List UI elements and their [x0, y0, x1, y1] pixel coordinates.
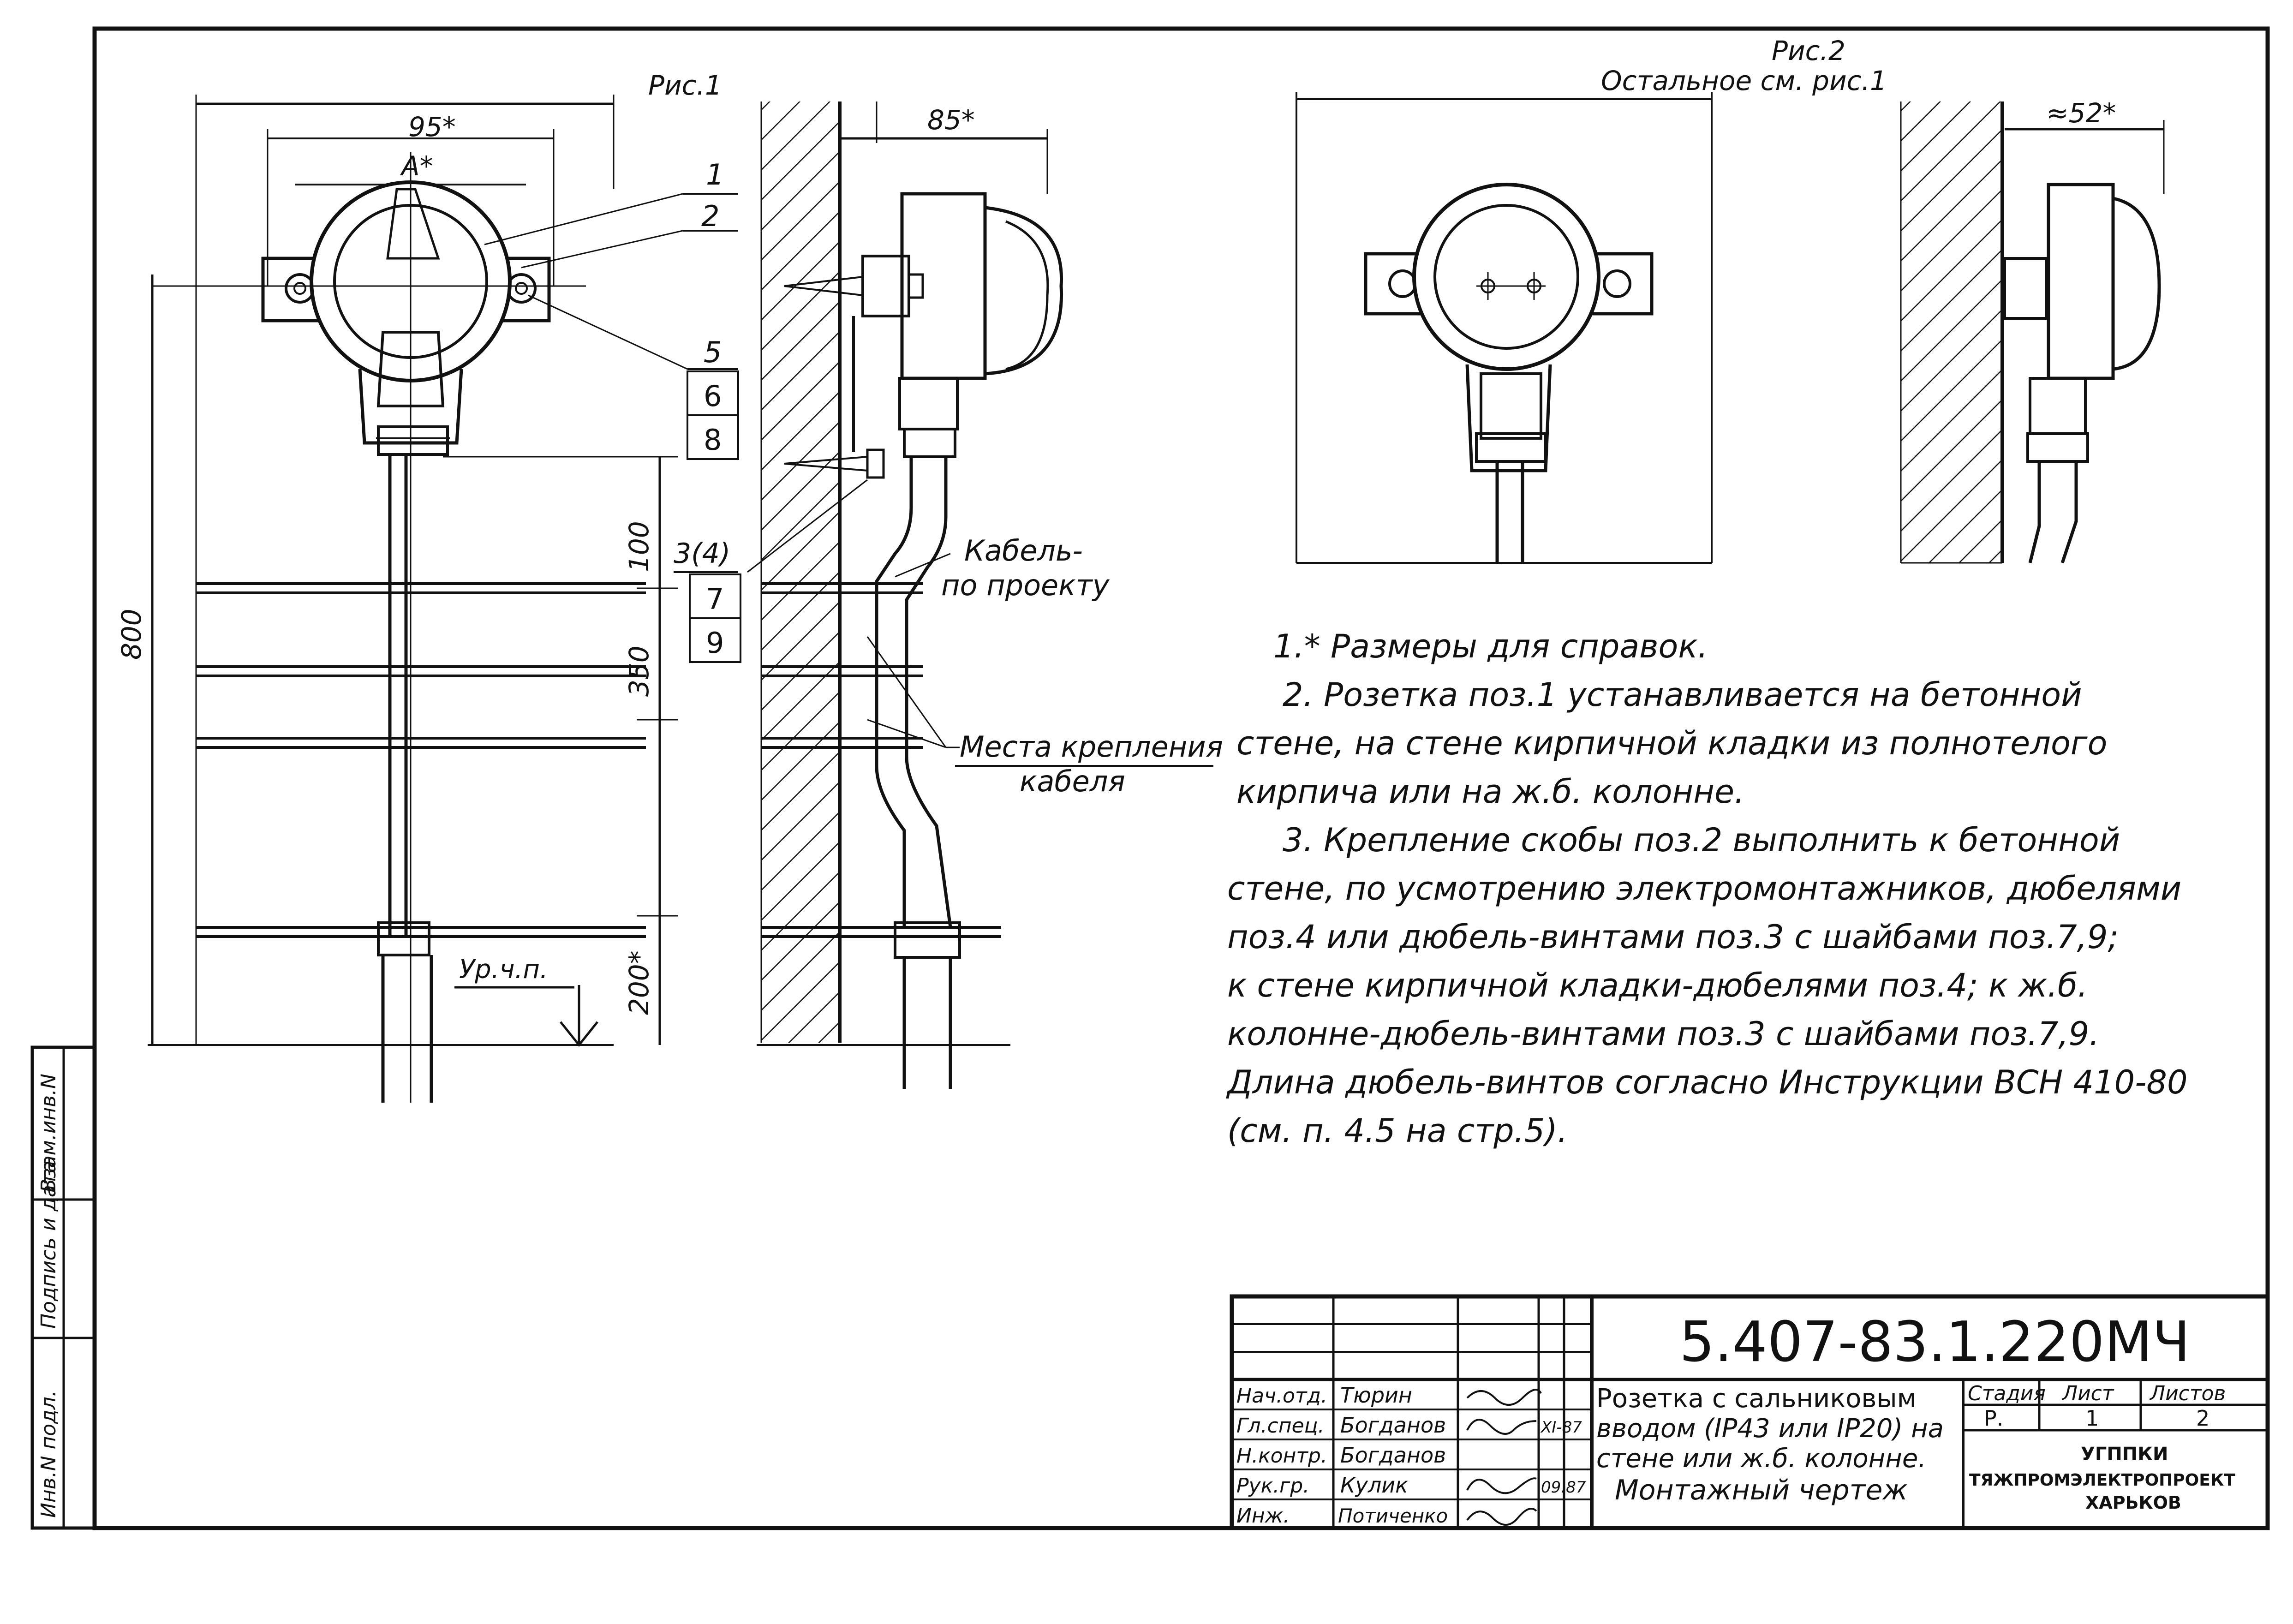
fig1-front-view: Рис.1 95* A* — [116, 70, 868, 1103]
sheets-value: 2 — [2196, 1406, 2209, 1431]
note-line-9: колонне-дюбель-винтами поз.3 с шайбами п… — [1227, 1015, 2099, 1053]
name-lead: Кулик — [1340, 1473, 1408, 1498]
fig1-title: Рис.1 — [648, 70, 722, 101]
name-chief: Богданов — [1340, 1413, 1446, 1438]
callout-8: 8 — [704, 423, 722, 457]
floor-level-label: Ур.ч.п. — [459, 955, 548, 985]
date-1: XI-87 — [1540, 1418, 1582, 1437]
dim-52: ≈52* — [2046, 97, 2116, 129]
support-bars — [196, 582, 646, 938]
org-line-3: ХАРЬКОВ — [2085, 1493, 2181, 1513]
title-line-1: Розетка с сальниковым — [1596, 1384, 1917, 1414]
callout-7: 7 — [706, 582, 724, 616]
dim-a: A* — [400, 150, 433, 182]
fixing-label-2: кабеля — [1020, 764, 1125, 798]
binding-strip: Инв.N подл. Подпись и дата Взам.инв.N — [30, 1045, 96, 1530]
callout-2: 2 — [701, 199, 719, 233]
callout-1: 1 — [706, 158, 724, 191]
org-line-2: ТЯЖПРОМЭЛЕКТРОПРОЕКТ — [1969, 1471, 2235, 1490]
name-head: Тюрин — [1340, 1383, 1412, 1408]
label-inv-no: Инв.N подл. — [37, 1390, 60, 1518]
callout-9: 9 — [706, 626, 724, 660]
dim-100: 100 — [623, 521, 655, 572]
cable-label-1: Кабель- — [964, 534, 1083, 567]
title-line-2: вводом (IP43 или IP20) на — [1596, 1414, 1944, 1444]
callout-6: 6 — [704, 379, 722, 413]
signature-4 — [1466, 1508, 1537, 1526]
note-line-8: к стене кирпичной кладки-дюбелями поз.4;… — [1227, 967, 2088, 1004]
notes-block: 1.* Размеры для справок. 2. Розетка поз.… — [1226, 627, 2187, 1150]
role-control: Н.контр. — [1236, 1444, 1327, 1468]
role-head: Нач.отд. — [1236, 1384, 1327, 1408]
name-control: Богданов — [1340, 1443, 1446, 1468]
label-sign-date: Подпись и дата — [37, 1161, 60, 1329]
note-line-7: поз.4 или дюбель-винтами поз.3 с шайбами… — [1227, 918, 2119, 956]
callout-5: 5 — [704, 335, 722, 369]
cable-label-2: по проекту — [941, 568, 1110, 602]
name-engineer: Потиченко — [1338, 1505, 1448, 1527]
signature-2 — [1466, 1419, 1537, 1435]
dim-85: 85* — [927, 104, 975, 136]
fig2-view: Рис.2 Остальное см. рис.1 ≈52* — [1296, 35, 2165, 564]
dim-95: 95* — [408, 111, 456, 143]
title-block: Нач.отд. Гл.спец. Н.контр. Рук.гр. Инж. … — [1230, 1294, 2270, 1530]
sheets-label: Листов — [2149, 1382, 2226, 1405]
signature-1 — [1466, 1389, 1542, 1406]
sheet-frame — [92, 26, 2270, 1530]
fig2-subtitle: Остальное см. рис.1 — [1601, 65, 1887, 96]
org-line-1: УГППКИ — [2081, 1444, 2168, 1465]
fixing-label-1: Места крепления — [960, 730, 1223, 764]
role-engineer: Инж. — [1236, 1504, 1290, 1528]
note-line-11: (см. п. 4.5 на стр.5). — [1227, 1112, 1568, 1150]
document-code: 5.407-83.1.220МЧ — [1679, 1310, 2190, 1374]
role-lead: Рук.гр. — [1236, 1474, 1309, 1498]
note-line-2: 2. Розетка поз.1 устанавливается на бето… — [1283, 676, 2082, 714]
note-line-5: 3. Крепление скобы поз.2 выполнить к бет… — [1283, 821, 2120, 859]
dim-200: 200* — [623, 950, 655, 1015]
sheet-value: 1 — [2085, 1406, 2099, 1431]
dim-800: 800 — [116, 609, 147, 660]
note-line-4: кирпича или на ж.б. колонне. — [1236, 773, 1744, 811]
fig1-side-view: 85* Кабель- по проекту — [757, 102, 1223, 1089]
note-line-3: стене, на стене кирпичной кладки из полн… — [1236, 724, 2107, 762]
fig2-title: Рис.2 — [1772, 35, 1845, 66]
stage-label: Стадия — [1968, 1382, 2046, 1405]
stage-value: Р. — [1984, 1406, 2003, 1431]
note-line-1: 1.* Размеры для справок. — [1273, 627, 1708, 665]
note-line-10: Длина дюбель-винтов согласно Инструкции … — [1226, 1063, 2187, 1101]
title-line-4: Монтажный чертеж — [1615, 1474, 1908, 1506]
role-chief: Гл.спец. — [1236, 1414, 1325, 1438]
label-replace-inv: Взам.инв.N — [37, 1074, 60, 1193]
sheet-label: Лист — [2061, 1382, 2114, 1405]
callout-3-4: 3(4) — [674, 537, 730, 570]
title-line-3: стене или ж.б. колонне. — [1596, 1444, 1926, 1474]
note-line-6: стене, по усмотрению электромонтажников,… — [1227, 870, 2181, 908]
date-2: 09.87 — [1541, 1478, 1586, 1497]
dim-350: 350 — [623, 645, 655, 697]
signature-3 — [1466, 1477, 1537, 1494]
